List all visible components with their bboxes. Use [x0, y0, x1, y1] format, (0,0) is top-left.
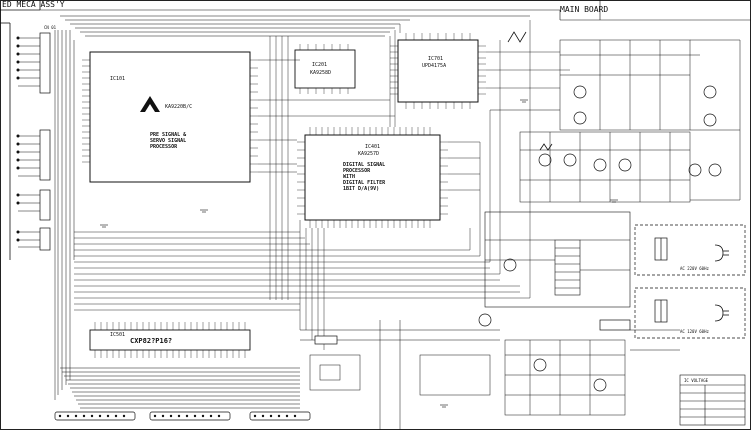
ic101-function: PRE SIGNAL & SERVO SIGNAL PROCESSOR — [150, 132, 187, 150]
plug-icon — [714, 244, 729, 322]
analog-wiring — [490, 39, 741, 203]
top-bus — [40, 0, 751, 37]
ic401-ref: IC401 — [365, 144, 381, 150]
ic201-ref: IC201 — [312, 62, 328, 68]
left-vertical-bus — [54, 30, 75, 400]
ic701-chip — [390, 33, 486, 109]
interconnect-traces — [74, 51, 570, 311]
ic401-part: KA9257D — [358, 151, 380, 157]
waveform-marks — [507, 31, 553, 151]
transistor-icon — [478, 85, 722, 392]
ic701-part: UPD4175A — [422, 63, 447, 69]
meca-assy-frame — [0, 0, 41, 260]
connector-icon — [54, 411, 311, 421]
ic701-ref: IC701 — [428, 56, 444, 62]
transformer-icon — [654, 237, 668, 323]
voltage-table-title: IC VOLTAGE — [684, 378, 709, 383]
ic201-chip — [294, 44, 356, 94]
ic101-part: KA9220B/C — [165, 104, 193, 110]
main-board-label: MAIN BOARD — [560, 5, 609, 14]
meca-assy-label: ED MECA ASS'Y — [2, 0, 65, 9]
ac-label-bottom: AC 120V 60Hz — [680, 329, 709, 334]
ic501-ref: IC501 — [110, 332, 126, 338]
ribbon-cable — [60, 367, 300, 409]
voltage-table — [679, 374, 746, 426]
bottom-analog — [300, 320, 680, 430]
ribbon-pins — [58, 414, 297, 418]
ac-label-top: AC 220V 60Hz — [680, 266, 709, 271]
connector-dots — [16, 36, 20, 242]
ic101-ref: IC101 — [110, 76, 126, 82]
ground-icon — [100, 99, 618, 408]
top-connector-ref: CN 01 — [44, 25, 57, 30]
ic501-part: CXP82?P16? — [130, 337, 173, 345]
ic201-part: KA9258D — [310, 70, 332, 76]
connector-pins — [18, 37, 40, 248]
ic401-chip — [297, 127, 448, 228]
vertical-traces — [269, 20, 531, 350]
ic401-function: DIGITAL SIGNAL PROCESSOR WITH DIGITAL FI… — [343, 162, 386, 192]
connector-icon — [39, 32, 51, 251]
ic501-chip — [89, 322, 251, 358]
ic101-chip — [82, 51, 258, 183]
power-block — [484, 211, 631, 308]
connector-icon — [314, 319, 631, 345]
ac-input-boxes — [634, 224, 746, 339]
